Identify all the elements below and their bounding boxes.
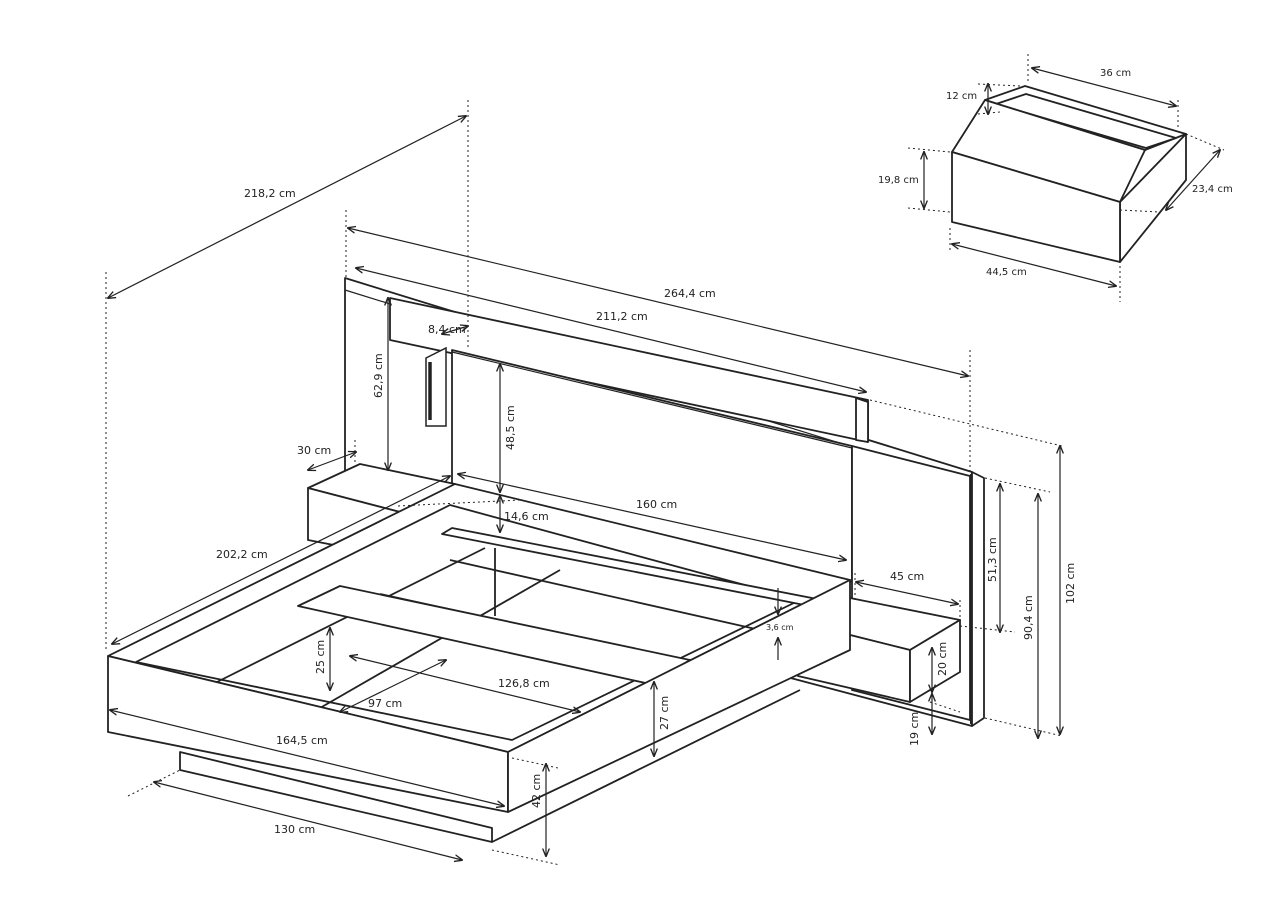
label-base-width: 130 cm bbox=[274, 823, 315, 836]
label-drawer-depth: 23,4 cm bbox=[1192, 184, 1233, 195]
label-table-depth-right: 45 cm bbox=[890, 570, 924, 583]
label-overall-depth: 218,2 cm bbox=[244, 187, 296, 200]
label-inner-width: 97 cm bbox=[368, 697, 402, 710]
label-shelf-thickness: 3,6 cm bbox=[766, 623, 794, 632]
label-side-panel-height: 51,3 cm bbox=[986, 537, 999, 582]
label-table-depth-left: 30 cm bbox=[297, 444, 331, 457]
label-overall-width: 264,4 cm bbox=[664, 287, 716, 300]
label-panel-height: 62,9 cm bbox=[372, 353, 385, 398]
label-frame-width: 164,5 cm bbox=[276, 734, 328, 747]
label-drawer-width: 36 cm bbox=[1100, 68, 1131, 79]
label-panel-offset: 8,4 cm bbox=[428, 323, 466, 336]
label-side-height: 90,4 cm bbox=[1022, 595, 1035, 640]
label-slat-length: 126,8 cm bbox=[498, 677, 550, 690]
drawer-drawing bbox=[951, 85, 1187, 263]
label-headboard-height: 48,5 cm bbox=[504, 405, 517, 450]
label-frame-height: 27 cm bbox=[658, 696, 671, 730]
label-drawer-top-height: 12 cm bbox=[946, 91, 977, 102]
label-total-height: 102 cm bbox=[1064, 563, 1077, 604]
dimension-labels: 218,2 cm 264,4 cm 211,2 cm 8,4 cm 62,9 c… bbox=[216, 68, 1233, 836]
label-drawer-height: 20 cm bbox=[936, 642, 949, 676]
label-mattress-width: 160 cm bbox=[636, 498, 677, 511]
label-table-clearance: 19 cm bbox=[908, 712, 921, 746]
label-bed-height: 42 cm bbox=[530, 774, 543, 808]
label-headboard-panel-width: 211,2 cm bbox=[596, 310, 648, 323]
label-bed-length: 202,2 cm bbox=[216, 548, 268, 561]
label-frame-inner-height: 25 cm bbox=[314, 640, 327, 674]
label-drawer-front-width: 44,5 cm bbox=[986, 267, 1027, 278]
dimension-lines bbox=[108, 68, 1220, 860]
label-drawer-front-height: 19,8 cm bbox=[878, 175, 919, 186]
label-headboard-gap: 14,6 cm bbox=[504, 510, 549, 523]
